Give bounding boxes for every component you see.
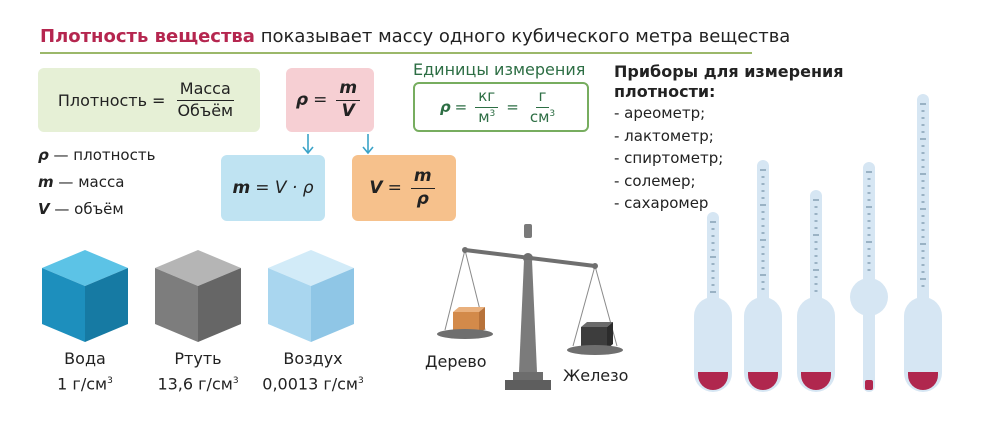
scale-label-iron: Железо	[563, 366, 629, 385]
page-title: Плотность вещества показывает массу одно…	[40, 26, 790, 47]
title-divider	[40, 52, 752, 54]
units-formula-box: ρ = кг м3 = г см3	[413, 82, 589, 132]
legend-symbol: ρ	[38, 146, 49, 164]
units-equals-2: =	[506, 98, 519, 116]
rho-denominator: V	[341, 100, 355, 121]
title-accent: Плотность вещества	[40, 26, 255, 47]
cube-label-air: Воздух 0,0013 г/см3	[248, 348, 378, 395]
list-item: - сахаромер	[614, 194, 709, 212]
formula-rho-box: ρ = m V	[286, 68, 374, 132]
hydrometer-3-icon	[797, 190, 835, 392]
legend-text: — масса	[58, 173, 125, 191]
hydrometer-scale-marks	[710, 221, 716, 293]
legend-symbol: V	[38, 200, 50, 218]
symbol-legend: ρ — плотность m — масса V — объём	[38, 146, 155, 227]
units-fraction-1: кг м3	[475, 88, 499, 126]
units-rho: ρ	[439, 98, 451, 116]
mercury-cube-icon	[155, 250, 241, 342]
formula-left: Плотность	[57, 90, 148, 110]
formula-volume-box: V = m ρ	[352, 155, 456, 221]
units-den-1: м	[478, 107, 490, 126]
formula-fraction: Масса Объём	[174, 79, 236, 120]
formula-denominator: Объём	[177, 100, 234, 120]
units-num-1: кг	[475, 88, 499, 108]
cube-value: 0,0013 г/см	[262, 374, 358, 394]
units-den-1-sup: 3	[489, 108, 496, 119]
cube-name: Ртуть	[174, 349, 222, 368]
legend-text: — плотность	[53, 146, 156, 164]
formula-mass-box: m = V · ρ	[221, 155, 325, 221]
legend-text: — объём	[54, 200, 124, 218]
cube-value-sup: 3	[107, 376, 113, 386]
rho-numerator: m	[336, 78, 361, 101]
mass-symbol: m	[232, 178, 251, 198]
volume-equals: =	[387, 178, 402, 198]
formula-numerator: Масса	[176, 79, 234, 101]
hydrometer-scale-marks	[813, 199, 819, 292]
scale-label-wood: Дерево	[425, 352, 487, 371]
legend-v: V — объём	[38, 200, 155, 227]
volume-numerator: m	[410, 166, 435, 189]
cube-value-sup: 3	[358, 376, 364, 386]
units-equals-1: =	[454, 98, 468, 116]
hydrometer-1-icon	[694, 212, 732, 392]
balance-scale-icon	[437, 224, 623, 390]
hydrometers-illustration	[694, 94, 942, 392]
hydrometer-4-icon	[850, 162, 888, 392]
rho-symbol: ρ	[295, 90, 309, 110]
units-title: Единицы измерения	[413, 60, 586, 79]
instruments-list: - ареометр; - лактометр; - спиртометр; -…	[614, 102, 723, 215]
iron-block-icon	[581, 322, 613, 349]
air-cube-icon	[268, 250, 354, 342]
title-rest: показывает массу одного кубического метр…	[260, 26, 791, 47]
cube-label-water: Вода 1 г/см3	[20, 348, 150, 395]
rho-equals: =	[313, 90, 328, 110]
arrow-down-left-icon	[302, 134, 314, 155]
cube-value: 13,6 г/см	[157, 374, 233, 394]
units-den-2-sup: 3	[549, 108, 556, 119]
rho-fraction: m V	[336, 78, 361, 121]
legend-symbol: m	[38, 173, 54, 191]
wood-block-icon	[453, 307, 485, 334]
water-cube-icon	[42, 250, 128, 342]
formula-density-words: Плотность = Масса Объём	[38, 68, 260, 132]
units-den-2: см	[529, 107, 550, 126]
cube-name: Вода	[64, 349, 106, 368]
volume-symbol: V	[369, 178, 383, 198]
units-num-2: г	[535, 88, 550, 108]
hydrometer-scale-marks	[920, 103, 926, 287]
legend-m: m — масса	[38, 173, 155, 200]
hydrometer-scale-marks	[760, 169, 766, 290]
legend-rho: ρ — плотность	[38, 146, 155, 173]
list-item: - ареометр;	[614, 104, 706, 122]
list-item: - спиртометр;	[614, 149, 724, 167]
cube-value: 1 г/см	[57, 374, 108, 394]
cube-label-mercury: Ртуть 13,6 г/см3	[133, 348, 263, 395]
volume-fraction: m ρ	[410, 166, 435, 209]
units-fraction-2: г см3	[527, 88, 558, 126]
cube-value-sup: 3	[232, 376, 239, 386]
list-item: - солемер;	[614, 171, 696, 190]
hydrometer-scale-marks	[866, 171, 872, 271]
volume-denominator: ρ	[416, 188, 429, 209]
cubes-illustration	[42, 250, 354, 342]
formula-arrows	[302, 134, 374, 155]
arrow-down-right-icon	[362, 134, 374, 155]
formula-equals: =	[152, 90, 166, 110]
instruments-title: Приборы для измерения плотности:	[614, 62, 844, 101]
list-item: - лактометр;	[614, 126, 714, 145]
mass-rhs: = V · ρ	[255, 178, 314, 198]
hydrometer-2-icon	[744, 160, 782, 392]
cube-name: Воздух	[283, 349, 343, 368]
